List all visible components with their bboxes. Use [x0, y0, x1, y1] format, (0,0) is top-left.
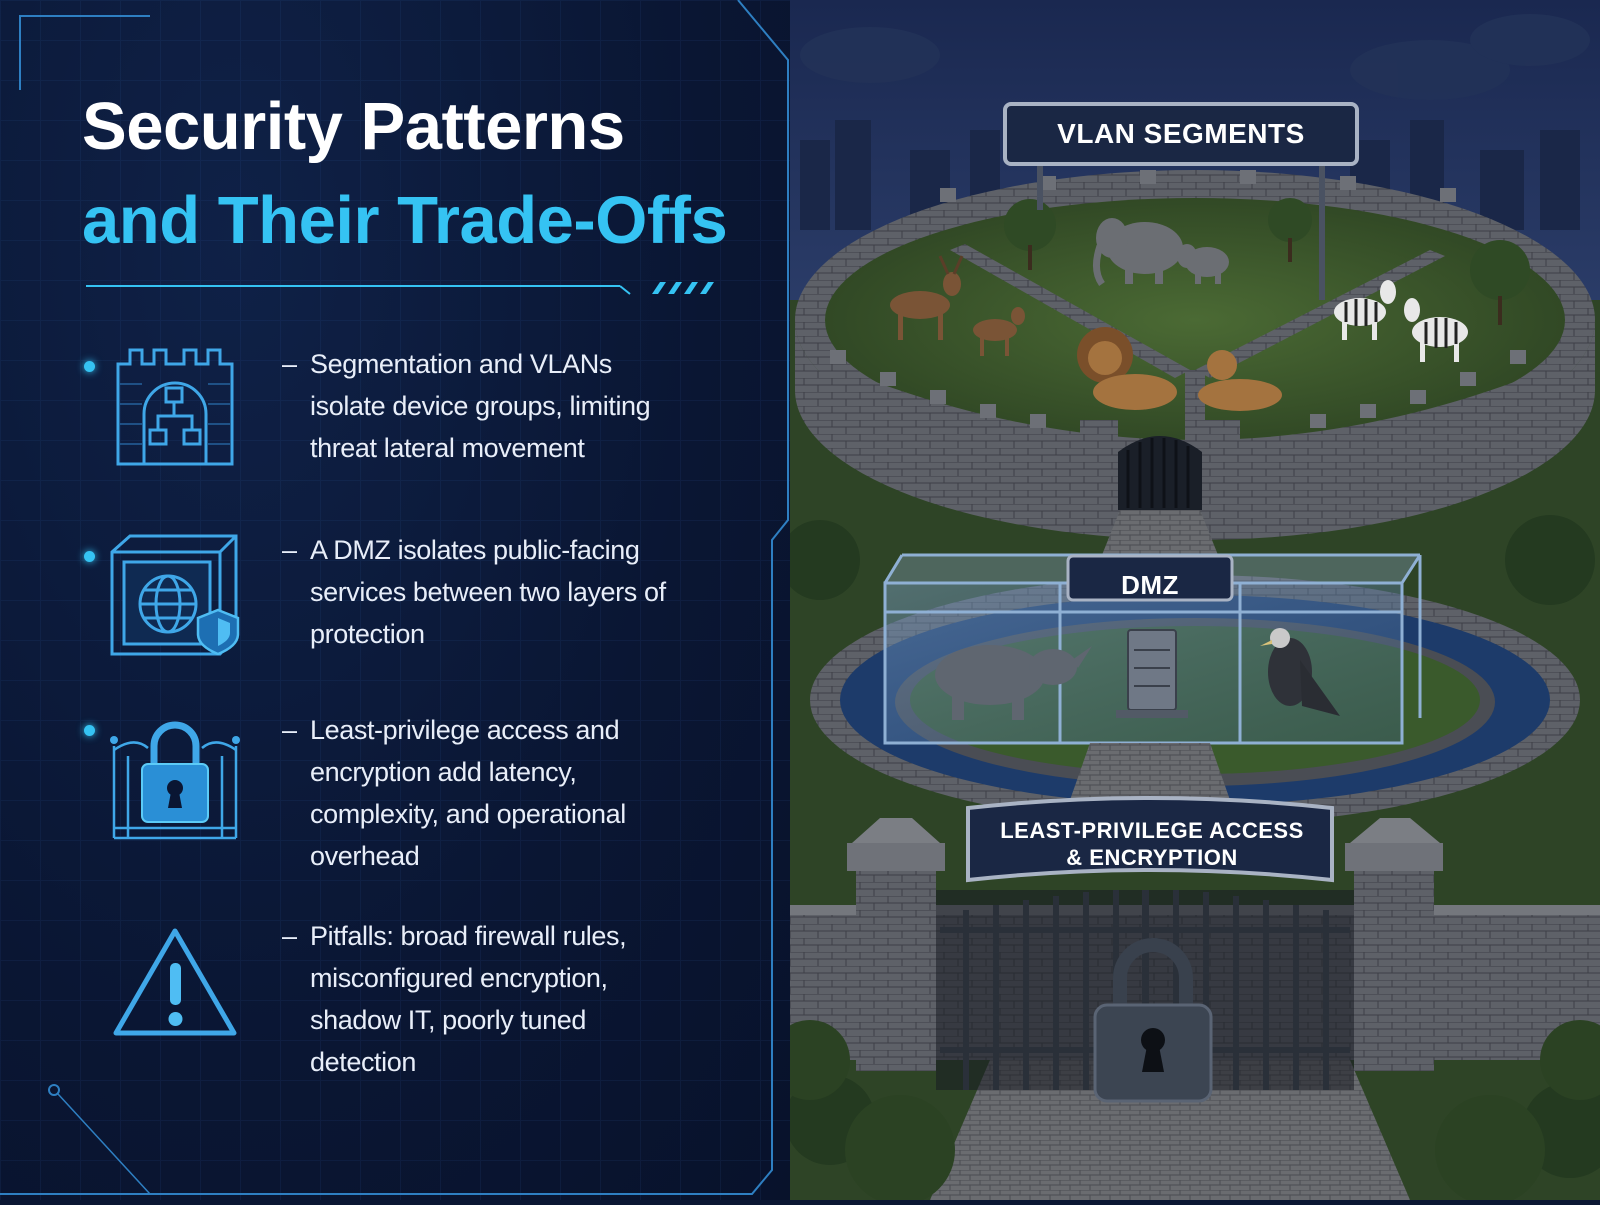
- vlan-sign: [1003, 102, 1359, 300]
- dash: –: [282, 921, 298, 951]
- padlock-gate-icon: [110, 721, 240, 840]
- bullet-dot: [84, 361, 95, 372]
- scene-illustration: [770, 0, 1600, 1205]
- lpa-sign: [966, 796, 1334, 883]
- dmz-sign-label: DMZ: [1121, 570, 1179, 600]
- lpa-sign-line-2: & ENCRYPTION: [1066, 845, 1238, 870]
- bullet-dot: [84, 725, 95, 736]
- item-text: Pitfalls: broad firewall rules, misconfi…: [310, 921, 627, 1077]
- page-title-line-1: Security Patterns: [82, 89, 625, 164]
- title-block: Security Patterns and Their Trade-Offs: [82, 80, 728, 268]
- zoo-security-illustration: VLAN SEGMENTS DMZ LEAST-PRIVILEGE ACCESS…: [770, 0, 1600, 1205]
- dash: –: [282, 349, 298, 379]
- dash: –: [282, 715, 298, 745]
- item-text: A DMZ isolates public-facing services be…: [310, 535, 666, 649]
- item-text: Segmentation and VLANs isolate device gr…: [310, 349, 651, 463]
- item-text: Least-privilege access and encryption ad…: [310, 715, 626, 871]
- dmz-sign: [1066, 554, 1234, 602]
- lpa-sign-line-1: LEAST-PRIVILEGE ACCESS: [1000, 818, 1304, 843]
- dash: –: [282, 535, 298, 565]
- panel-frame-decoration: [0, 0, 789, 1195]
- info-panel: Security Patterns and Their Trade-Offs: [0, 0, 790, 1200]
- vlan-sign-label: VLAN SEGMENTS: [1057, 118, 1305, 149]
- lpa-sign-label: LEAST-PRIVILEGE ACCESS & ENCRYPTION: [980, 817, 1324, 871]
- title-divider: [86, 282, 714, 295]
- bullet-dot: [84, 551, 95, 562]
- dmz-cage-globe-icon: [110, 534, 240, 656]
- warning-triangle-icon: [113, 928, 237, 1036]
- castle-network-icon: [116, 348, 234, 466]
- page-title-line-2: and Their Trade-Offs: [82, 183, 728, 258]
